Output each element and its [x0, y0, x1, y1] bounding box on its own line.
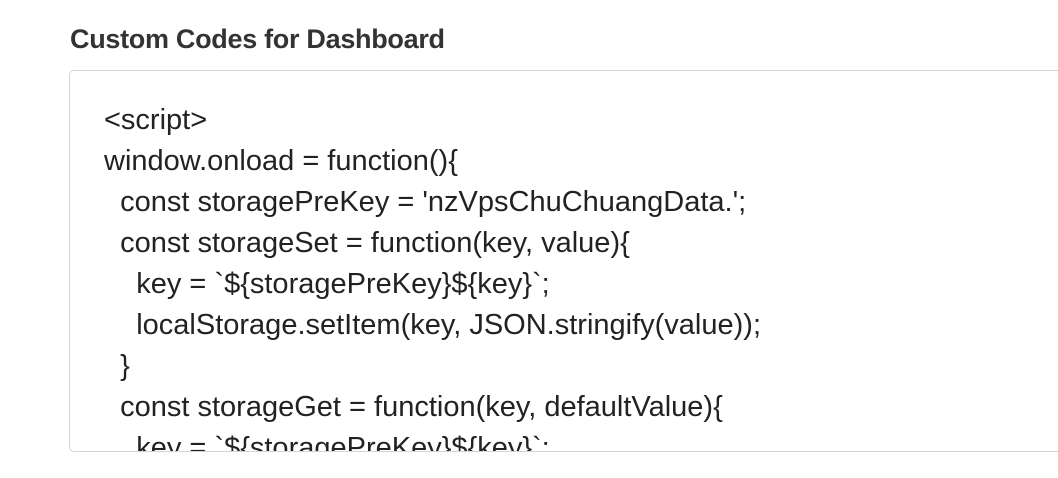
- code-line: }: [104, 350, 130, 382]
- code-line: localStorage.setItem(key, JSON.stringify…: [104, 309, 762, 341]
- code-lines: <script> window.onload = function(){ con…: [104, 100, 762, 452]
- code-line: window.onload = function(){: [104, 145, 458, 177]
- custom-codes-textarea[interactable]: <script> window.onload = function(){ con…: [69, 70, 1058, 452]
- custom-codes-label: Custom Codes for Dashboard: [70, 24, 445, 54]
- code-line: key = `${storagePreKey}${key}`;: [104, 432, 550, 452]
- code-line: const storagePreKey = 'nzVpsChuChuangDat…: [104, 186, 747, 218]
- code-line: const storageGet = function(key, default…: [104, 391, 723, 423]
- code-line: key = `${storagePreKey}${key}`;: [104, 268, 550, 300]
- code-line: const storageSet = function(key, value){: [104, 227, 630, 259]
- code-line: <script>: [104, 104, 208, 136]
